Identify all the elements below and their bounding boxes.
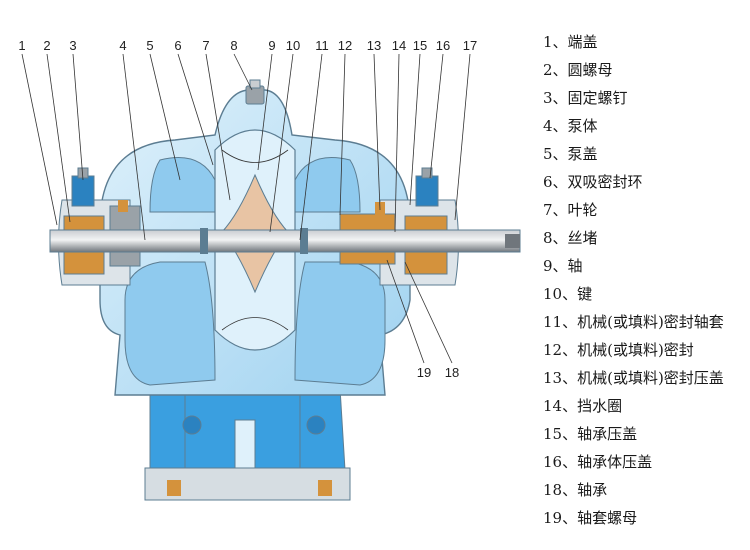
callout-leader	[122, 53, 146, 241]
shaft	[49, 228, 521, 254]
callout-number: 11	[315, 38, 329, 53]
callout-number: 8	[230, 38, 237, 53]
callout-leader	[177, 53, 214, 166]
callout-leader	[299, 53, 323, 241]
callout-number: 15	[413, 38, 427, 53]
callout-leader-lines	[21, 53, 471, 364]
legend-item: 2、圆螺母	[543, 61, 613, 79]
callout-number: 4	[119, 38, 126, 53]
callout-leader	[149, 53, 181, 181]
callout-leader	[394, 53, 400, 233]
legend-item: 15、轴承压盖	[543, 425, 638, 443]
callout-leader	[373, 53, 381, 211]
legend-item: 12、机械(或填料)密封	[543, 341, 694, 359]
callout-number: 5	[146, 38, 153, 53]
callout-leader	[257, 53, 273, 171]
callout-number: 13	[367, 38, 381, 53]
pump-base	[144, 387, 351, 501]
callout-number: 9	[268, 38, 275, 53]
callout-number: 14	[392, 38, 406, 53]
callout-leader	[409, 53, 421, 206]
callout-leader	[404, 261, 453, 364]
callout-number: 6	[174, 38, 181, 53]
parts-legend: 1、端盖 2、圆螺母 3、固定螺钉 4、泵体 5、泵盖 6、双吸密封环 7、叶轮 8、丝堵 9、…	[543, 28, 748, 532]
callout-number: 3	[69, 38, 76, 53]
legend-item: 4、泵体	[543, 117, 598, 135]
callout-leader	[386, 259, 425, 364]
legend-item: 5、泵盖	[543, 145, 598, 163]
callout-leader	[454, 53, 471, 221]
callout-leader	[46, 53, 71, 223]
callout-number: 10	[286, 38, 300, 53]
callout-leader	[205, 53, 231, 201]
callout-number: 16	[436, 38, 450, 53]
callout-leader	[233, 53, 253, 91]
legend-item: 16、轴承体压盖	[543, 453, 653, 471]
legend-item: 13、机械(或填料)密封压盖	[543, 369, 724, 387]
callout-leader	[429, 53, 444, 179]
callout-leader	[21, 53, 58, 226]
callout-number: 2	[43, 38, 50, 53]
callout-number: 19	[417, 365, 431, 380]
callout-leader	[339, 53, 346, 216]
callout-leader	[269, 53, 294, 233]
callout-number: 7	[202, 38, 209, 53]
callout-number: 1	[18, 38, 25, 53]
plug-screw	[245, 79, 265, 105]
legend-item: 18、轴承	[543, 481, 608, 499]
legend-item: 3、固定螺钉	[543, 89, 628, 107]
legend-item: 8、丝堵	[543, 229, 598, 247]
callout-number: 18	[445, 365, 459, 380]
legend-item: 10、键	[543, 285, 593, 303]
callout-leader	[72, 53, 84, 181]
callout-number: 17	[463, 38, 477, 53]
callout-number: 12	[338, 38, 352, 53]
legend-item: 9、轴	[543, 257, 583, 275]
legend-item: 11、机械(或填料)密封轴套	[543, 313, 724, 331]
legend-item: 7、叶轮	[543, 201, 598, 219]
legend-item: 14、挡水圈	[543, 397, 623, 415]
legend-item: 19、轴套螺母	[543, 509, 638, 527]
legend-item: 6、双吸密封环	[543, 173, 643, 191]
legend-item: 1、端盖	[543, 33, 598, 51]
